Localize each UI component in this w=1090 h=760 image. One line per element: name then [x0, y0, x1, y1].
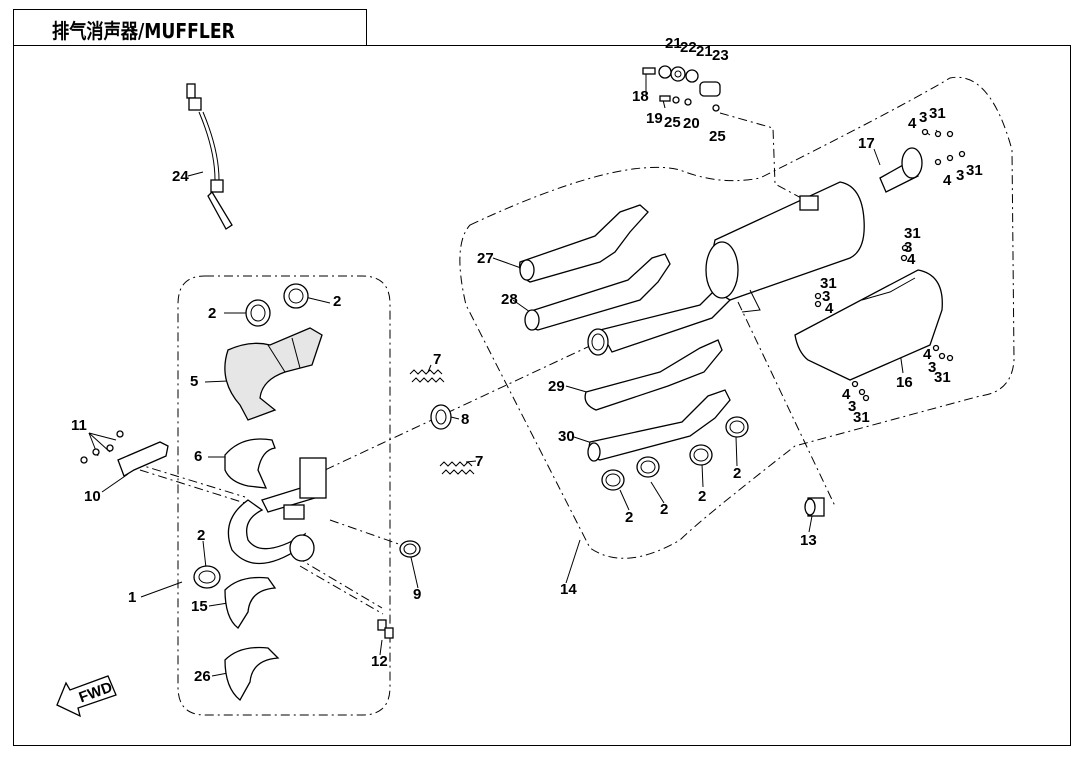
callout-5: 5	[190, 373, 198, 390]
callout-3: 3	[822, 288, 830, 305]
callout-25: 25	[709, 128, 726, 145]
callout-3: 3	[919, 109, 927, 126]
group-14-outline	[459, 76, 1015, 559]
bolts-11	[80, 430, 124, 464]
heat-shield-27	[519, 204, 649, 283]
callout-7: 7	[433, 351, 441, 368]
screws-4-3-31	[814, 128, 966, 402]
callout-20: 20	[683, 115, 700, 132]
spring-7-lower	[439, 461, 475, 475]
callout-31: 31	[904, 225, 921, 242]
callout-26: 26	[194, 668, 211, 685]
bracket-10	[117, 441, 169, 477]
callout-11: 11	[71, 417, 87, 434]
clamp-2-r3	[689, 444, 713, 466]
tail-pipe-17	[879, 147, 923, 193]
clamp-2-r2	[636, 456, 660, 478]
callout-19: 19	[646, 110, 663, 127]
callout-15: 15	[191, 598, 208, 615]
leader-lines	[88, 72, 941, 677]
drawing-frame	[13, 45, 1071, 746]
clamp-2-r4	[725, 416, 749, 438]
callout-27: 27	[477, 250, 494, 267]
oxygen-sensor-24	[186, 83, 233, 230]
heat-shield-30	[587, 389, 731, 462]
heat-shield-28	[524, 253, 671, 331]
callout-21: 21	[696, 43, 713, 60]
callout-labels: 24 2 2 5 6 11 10 2 1 15 26 7 8 7 9 12 27…	[71, 35, 983, 685]
callout-2: 2	[660, 501, 668, 518]
heat-shield-26	[224, 646, 280, 701]
header-pipe-1	[227, 457, 327, 565]
title-box: 排气消声器/MUFFLER	[13, 9, 367, 46]
callout-3: 3	[848, 398, 856, 415]
callout-10: 10	[84, 488, 101, 505]
callout-2: 2	[208, 305, 216, 322]
callout-2: 2	[698, 488, 706, 505]
callout-28: 28	[501, 291, 518, 308]
callout-9: 9	[413, 586, 421, 603]
heat-shield-5	[224, 327, 323, 421]
heat-shield-29	[584, 339, 723, 411]
callout-16: 16	[896, 374, 913, 391]
callout-23: 23	[712, 47, 729, 64]
callout-4: 4	[908, 115, 917, 132]
page-title: 排气消声器/MUFFLER	[52, 19, 235, 43]
callout-31: 31	[820, 275, 837, 292]
bushing-13	[804, 497, 825, 517]
clamp-2-top-right	[283, 283, 309, 309]
callout-3: 3	[904, 239, 912, 256]
callout-2: 2	[625, 509, 633, 526]
callout-13: 13	[800, 532, 817, 549]
callout-3: 3	[928, 359, 936, 376]
nuts-12	[377, 619, 394, 639]
heat-shield-6	[224, 438, 276, 489]
mount-hardware-18-25	[642, 65, 721, 112]
callout-31: 31	[934, 369, 951, 386]
callout-2: 2	[733, 465, 741, 482]
callout-29: 29	[548, 378, 565, 395]
callout-17: 17	[858, 135, 875, 152]
callout-31: 31	[853, 409, 870, 426]
callout-31: 31	[966, 162, 983, 179]
callout-6: 6	[194, 448, 202, 465]
callout-1: 1	[128, 589, 136, 606]
callout-3: 3	[956, 167, 964, 184]
callout-21: 21	[665, 35, 682, 52]
callout-12: 12	[371, 653, 388, 670]
callout-8: 8	[461, 411, 469, 428]
clamp-2-r1	[601, 469, 625, 491]
callout-7: 7	[475, 453, 483, 470]
clamp-2-top-left	[245, 299, 271, 327]
heat-shield-15	[224, 576, 277, 629]
muffler-body	[705, 181, 865, 313]
ring-9	[399, 540, 421, 558]
callout-2: 2	[197, 527, 205, 544]
callout-30: 30	[558, 428, 575, 445]
clamp-2-lower-left	[193, 565, 221, 589]
fwd-arrow-icon: FWD	[56, 675, 117, 718]
callout-18: 18	[632, 88, 649, 105]
callout-2: 2	[333, 293, 341, 310]
callout-4: 4	[943, 172, 952, 189]
group-1-outline	[177, 275, 391, 716]
spring-7-upper	[409, 369, 445, 383]
heat-shield-16	[794, 269, 943, 381]
callout-22: 22	[680, 39, 697, 56]
callout-14: 14	[560, 581, 577, 598]
callout-4: 4	[907, 251, 916, 268]
callout-4: 4	[842, 386, 851, 403]
callout-31: 31	[929, 105, 946, 122]
callout-4: 4	[923, 346, 932, 363]
callout-25: 25	[664, 114, 681, 131]
callout-4: 4	[825, 300, 834, 317]
gasket-8	[430, 404, 452, 430]
callout-24: 24	[172, 168, 189, 185]
